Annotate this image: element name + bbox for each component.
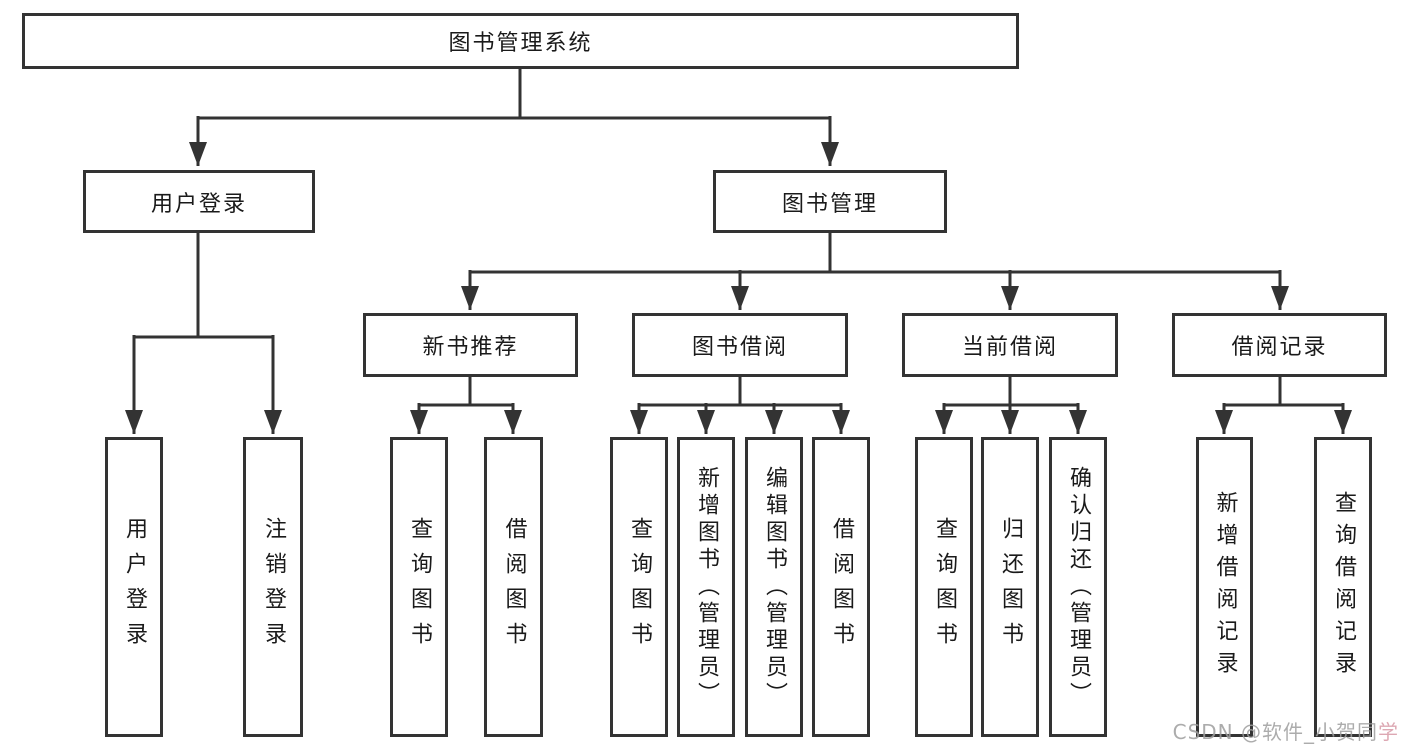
leaf-user-login: 用户登录	[105, 437, 163, 737]
leaf-query-books-borrow: 查询图书	[610, 437, 668, 737]
leaf-query-borrow-record: 查询借阅记录	[1314, 437, 1372, 737]
node-borrow-records: 借阅记录	[1172, 313, 1387, 377]
leaf-query-books-recommend: 查询图书	[390, 437, 448, 737]
watermark-text: CSDN @软件_小贺同	[1172, 720, 1378, 744]
connector-root	[189, 69, 839, 166]
node-new-book-recommend: 新书推荐	[363, 313, 578, 377]
leaf-logout-login: 注销登录	[243, 437, 303, 737]
watermark: CSDN @软件_小贺同学	[1173, 716, 1399, 745]
leaf-borrow-books-recommend: 借阅图书	[484, 437, 543, 737]
node-user-login: 用户登录	[83, 170, 315, 233]
leaf-edit-book-admin: 编辑图书（管理员）	[745, 437, 803, 737]
connector-book-borrow	[630, 377, 850, 434]
node-book-borrow: 图书借阅	[632, 313, 848, 377]
node-book-management: 图书管理	[713, 170, 947, 233]
node-root: 图书管理系统	[22, 13, 1019, 69]
leaf-add-borrow-record: 新增借阅记录	[1196, 437, 1253, 737]
leaf-add-book-admin: 新增图书（管理员）	[677, 437, 735, 737]
leaf-return-book: 归还图书	[981, 437, 1039, 737]
connector-user-login	[125, 233, 282, 434]
leaf-query-books-current: 查询图书	[915, 437, 973, 737]
connector-new-book-recommend	[410, 377, 522, 434]
node-current-borrow: 当前借阅	[902, 313, 1118, 377]
connector-current-borrow	[935, 377, 1087, 434]
connector-book-management	[461, 233, 1289, 310]
leaf-borrow-books-2: 借阅图书	[812, 437, 870, 737]
connector-borrow-records	[1215, 377, 1352, 434]
watermark-suffix: 学	[1378, 720, 1399, 744]
leaf-confirm-return-admin: 确认归还（管理员）	[1049, 437, 1107, 737]
